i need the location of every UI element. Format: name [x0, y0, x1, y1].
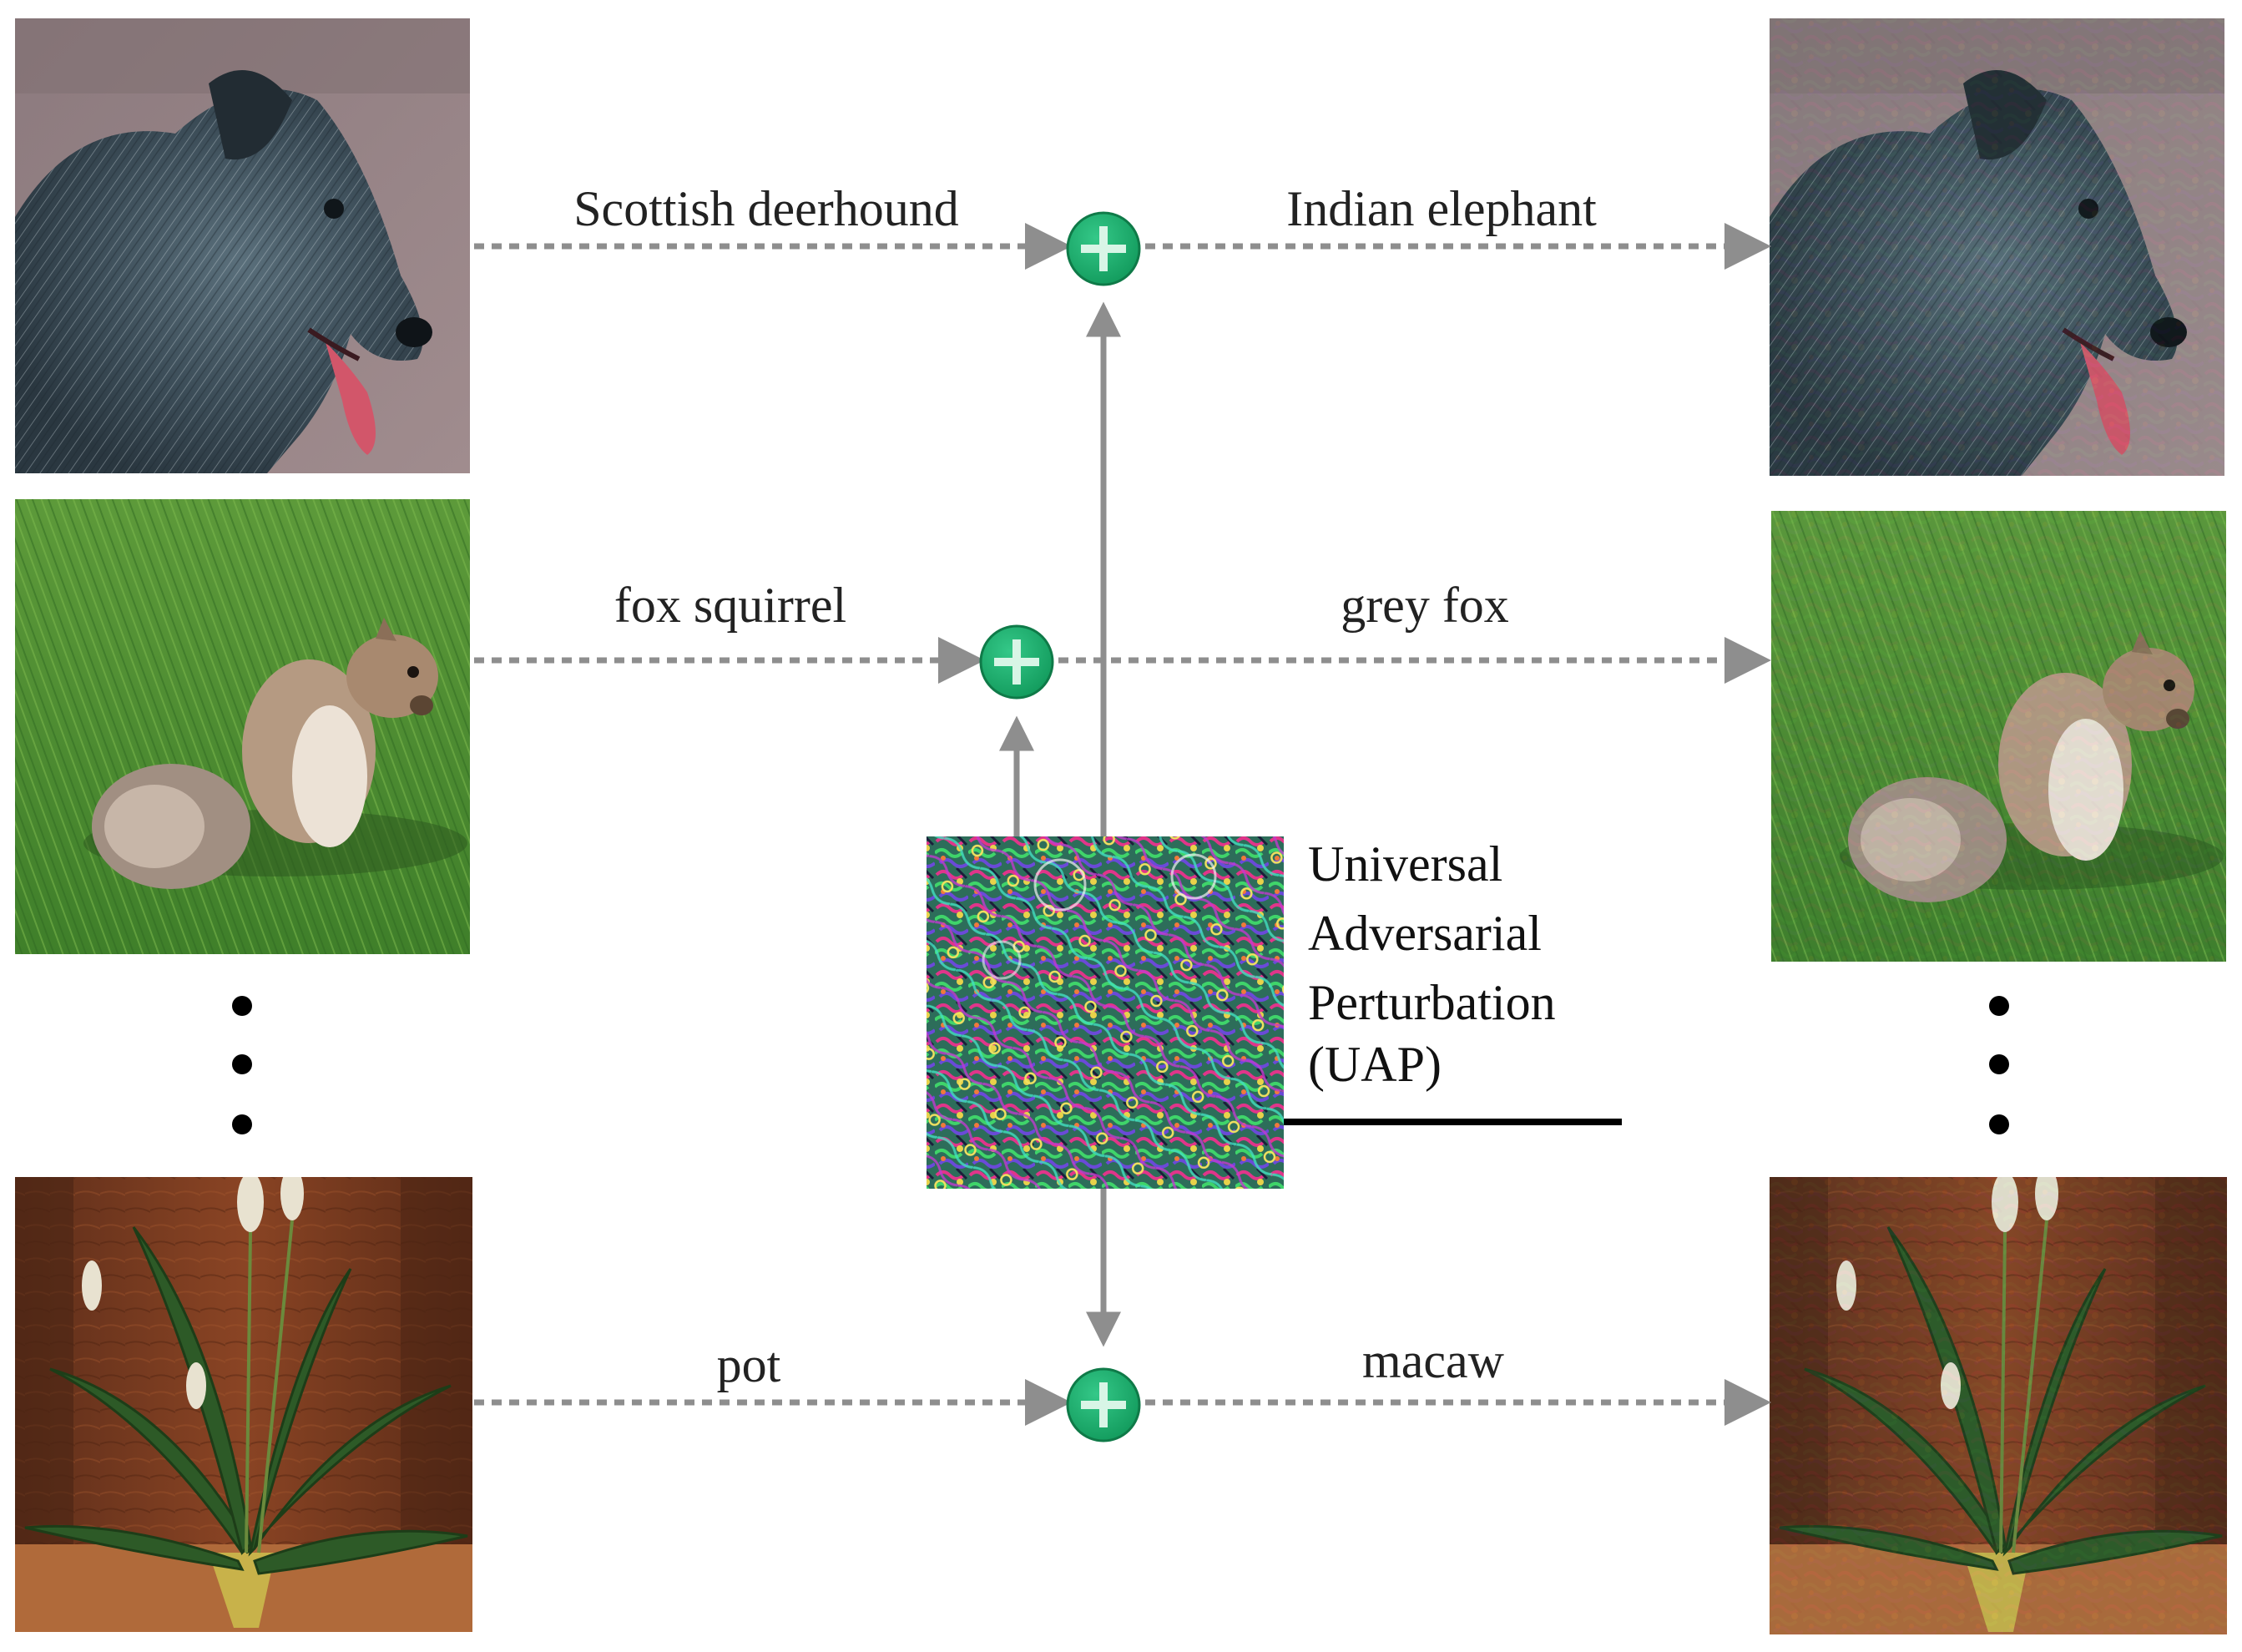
input-image-deerhound [15, 18, 470, 473]
uap-noise-image [927, 836, 1284, 1189]
input-image-squirrel [15, 499, 470, 954]
uap-caption-line-2: Adversarial [1308, 906, 1542, 961]
plus-circle-icon [1066, 1367, 1141, 1442]
output-label-3: macaw [1362, 1333, 1505, 1388]
output-label-2: grey fox [1341, 578, 1509, 633]
vertical-ellipsis-icon [232, 996, 252, 1134]
output-label-1: Indian elephant [1286, 181, 1597, 236]
plus-circle-icon [1066, 211, 1141, 286]
uap-caption-line-4: (UAP) [1308, 1037, 1442, 1092]
input-label-3: pot [717, 1337, 781, 1392]
output-image-deerhound [1770, 18, 2224, 476]
vertical-ellipsis-icon [1989, 996, 2009, 1134]
input-image-potted-plant [15, 1177, 472, 1632]
arrows [474, 223, 1771, 1426]
plus-circle-icon [979, 624, 1054, 700]
uap-caption-line-3: Perturbation [1308, 975, 1556, 1030]
output-image-squirrel [1771, 511, 2226, 962]
uap-caption-line-1: Universal [1308, 836, 1502, 892]
input-label-1: Scottish deerhound [573, 181, 959, 236]
output-image-potted-plant [1770, 1177, 2227, 1634]
input-label-2: fox squirrel [614, 578, 846, 633]
